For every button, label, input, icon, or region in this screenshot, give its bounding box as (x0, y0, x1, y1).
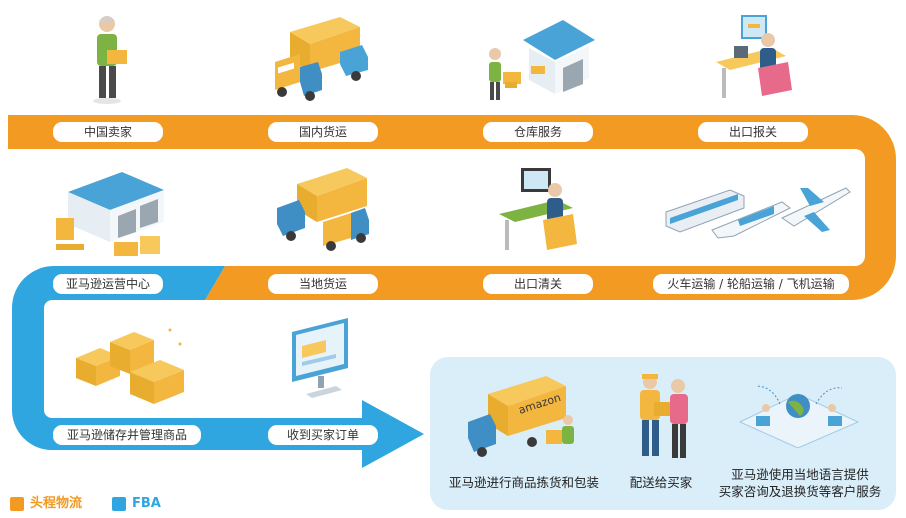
amazon-fulfillment-center-icon (56, 172, 164, 256)
legend-label-head-logistics: 头程物流 (30, 496, 83, 511)
seller-person-icon (93, 16, 127, 104)
warehouse-icon (489, 20, 595, 100)
panel-text-deliver: 配送给买家 (629, 475, 693, 490)
customs-desk-icon (716, 15, 792, 98)
amazon-truck-picking-icon: amazon (468, 376, 574, 457)
delivery-handoff-icon (640, 374, 688, 458)
panel-text-pick-pack: 亚马逊进行商品拣货和包装 (448, 475, 599, 490)
step-label-domestic-freight: 国内货运 (267, 121, 379, 143)
stored-boxes-icon (76, 328, 184, 404)
legend-swatch-head-logistics (10, 497, 24, 511)
order-monitor-icon (292, 318, 348, 398)
step-label-china-seller: 中国卖家 (52, 121, 164, 143)
clearance-desk-icon (499, 168, 577, 250)
legend-label-fba: FBA (132, 496, 161, 511)
step-label-train-ship-air: 火车运输 / 轮船运输 / 飞机运输 (652, 273, 850, 295)
customer-service-icon (738, 385, 860, 448)
step-label-warehouse-service: 仓库服务 (482, 121, 594, 143)
step-label-local-freight: 当地货运 (267, 273, 379, 295)
panel-text-customer-service: 亚马逊使用当地语言提供 买家咨询及退换货等客户服务 (718, 467, 882, 499)
train-ship-plane-icon (665, 187, 851, 239)
local-truck-icon (277, 168, 369, 251)
legend-swatch-fba (112, 497, 126, 511)
step-label-order-received: 收到买家订单 (267, 424, 379, 446)
step-label-export-clearance: 出口清关 (482, 273, 594, 295)
step-label-amazon-fulfillment-center: 亚马逊运营中心 (52, 273, 164, 295)
domestic-truck-icon (275, 17, 368, 101)
step-label-amazon-storage: 亚马逊储存并管理商品 (52, 424, 202, 446)
step-label-export-declaration: 出口报关 (697, 121, 809, 143)
